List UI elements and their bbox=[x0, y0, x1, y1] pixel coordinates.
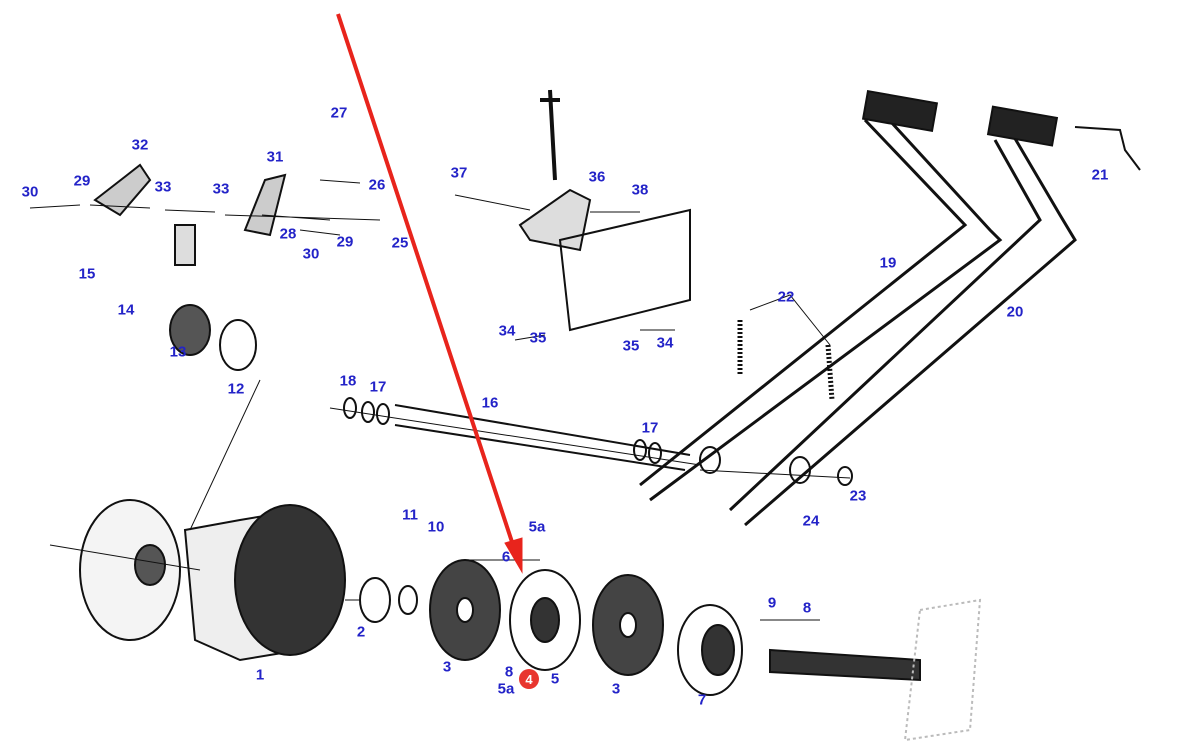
part-label-37: 37 bbox=[450, 164, 468, 182]
part-label-6: 6 bbox=[501, 548, 511, 566]
part-label-15: 15 bbox=[78, 265, 96, 283]
part-label-9: 9 bbox=[767, 594, 777, 612]
shaft-16 bbox=[394, 404, 691, 471]
pedal-pad-20 bbox=[986, 105, 1059, 147]
part-label-35: 35 bbox=[622, 337, 640, 355]
part-label-27: 27 bbox=[330, 104, 348, 122]
part-label-18: 18 bbox=[339, 372, 357, 390]
part-label-12: 12 bbox=[227, 380, 245, 398]
part-label-5a: 5a bbox=[528, 518, 546, 536]
highlight-badge-4: 4 bbox=[519, 669, 539, 689]
part-label-35: 35 bbox=[529, 329, 547, 347]
part-label-24: 24 bbox=[802, 512, 820, 530]
part-label-2: 2 bbox=[356, 623, 366, 641]
part-label-8: 8 bbox=[802, 599, 812, 617]
part-label-30: 30 bbox=[21, 183, 39, 201]
part-label-30: 30 bbox=[302, 245, 320, 263]
part-label-36: 36 bbox=[588, 168, 606, 186]
bracket-36 bbox=[518, 188, 592, 252]
highlight-arrow bbox=[336, 13, 523, 574]
part-label-1: 1 bbox=[255, 666, 265, 684]
part-label-33: 33 bbox=[212, 180, 230, 198]
part-label-13: 13 bbox=[169, 343, 187, 361]
part-label-29: 29 bbox=[73, 172, 91, 190]
part-label-33: 33 bbox=[154, 178, 172, 196]
pedal-arm-20-inner bbox=[728, 139, 1042, 512]
part-label-3: 3 bbox=[442, 658, 452, 676]
part-label-11: 11 bbox=[402, 506, 418, 524]
part-label-34: 34 bbox=[656, 334, 674, 352]
part-label-17: 17 bbox=[641, 419, 659, 437]
part-label-21: 21 bbox=[1091, 166, 1109, 184]
part-label-5a: 5a bbox=[497, 680, 515, 698]
part-label-26: 26 bbox=[368, 176, 386, 194]
part-label-28: 28 bbox=[279, 225, 297, 243]
pedal-pad-19 bbox=[861, 89, 939, 133]
axle bbox=[769, 648, 921, 682]
part-label-34: 34 bbox=[498, 322, 516, 340]
pedal-arm-19 bbox=[649, 108, 1003, 502]
part-label-22: 22 bbox=[777, 288, 795, 306]
pedal-arm-20 bbox=[744, 129, 1077, 527]
part-label-16: 16 bbox=[481, 394, 499, 412]
part-label-25: 25 bbox=[391, 234, 409, 252]
part-label-8: 8 bbox=[504, 663, 514, 681]
part-label-38: 38 bbox=[631, 181, 649, 199]
part-label-23: 23 bbox=[849, 487, 867, 505]
part-label-32: 32 bbox=[131, 136, 149, 154]
part-label-3: 3 bbox=[611, 680, 621, 698]
part-label-17: 17 bbox=[369, 378, 387, 396]
part-label-19: 19 bbox=[879, 254, 897, 272]
part-label-31: 31 bbox=[266, 148, 284, 166]
part-label-14: 14 bbox=[117, 301, 135, 319]
spring-22b bbox=[825, 344, 835, 401]
part-label-29: 29 bbox=[336, 233, 354, 251]
part-label-10: 10 bbox=[427, 518, 445, 536]
part-label-20: 20 bbox=[1006, 303, 1024, 321]
rod-21 bbox=[1074, 126, 1141, 171]
part-label-7: 7 bbox=[697, 691, 707, 709]
part-label-5: 5 bbox=[550, 670, 560, 688]
pedal-arm-19-inner bbox=[639, 118, 968, 487]
